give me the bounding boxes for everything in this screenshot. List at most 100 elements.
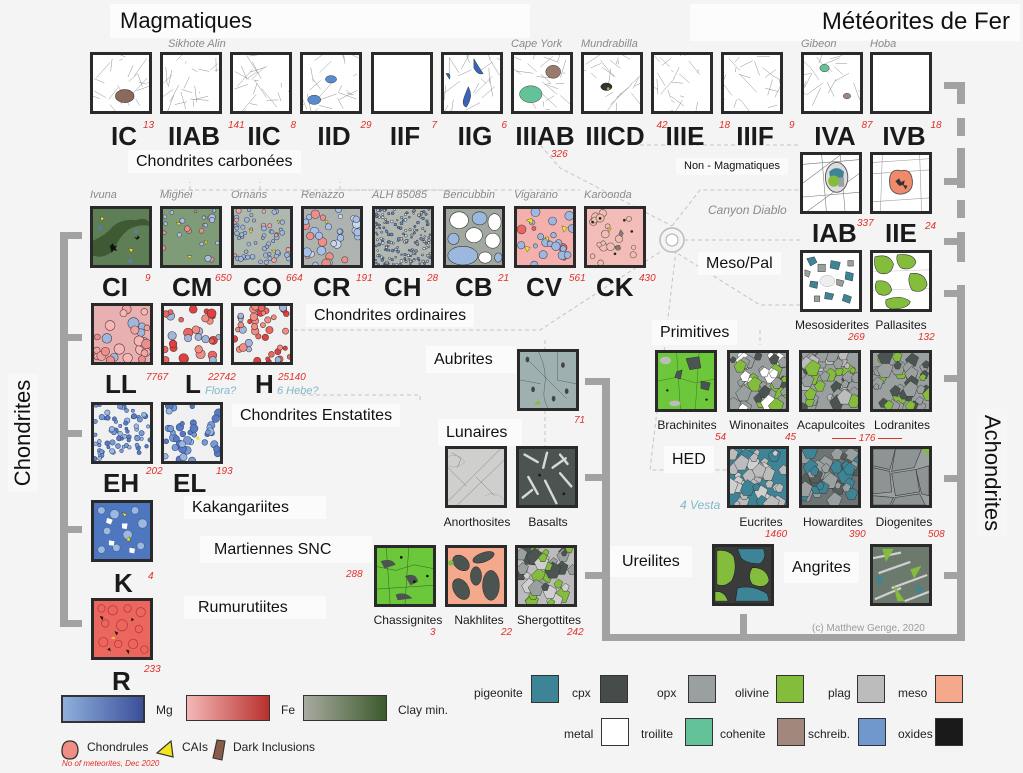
iron-bracket-tick [944, 178, 964, 185]
mineral-label-cohenite: cohenite [720, 727, 766, 741]
example-IIAB: Sikhote Alin [168, 38, 226, 50]
tile-IAB[interactable] [800, 152, 862, 214]
tile-anorthosites[interactable] [445, 446, 507, 508]
tile-howardites[interactable] [799, 446, 861, 508]
tile-IVA[interactable] [801, 52, 863, 114]
code-IIICD: IIICD [585, 121, 645, 151]
example-CM: Mighei [160, 189, 193, 201]
chondrite-texture [304, 209, 360, 265]
non-magmatic-label: Non - Magmatiques [676, 158, 788, 176]
tile-shergottites[interactable] [515, 545, 577, 607]
tile-EL[interactable] [161, 402, 223, 464]
carbonaceous-label: Chondrites carbonées [128, 150, 301, 174]
tile-chassignites[interactable] [374, 545, 436, 607]
code-CI: CI [102, 272, 128, 302]
tile-CM[interactable] [160, 206, 222, 268]
lunar-label: Lunaires [438, 419, 522, 447]
chondrites-label: Chondrites [8, 373, 39, 493]
tile-CK[interactable] [584, 206, 646, 268]
tile-IID[interactable] [300, 52, 362, 114]
tile-nakhlites[interactable] [445, 545, 507, 607]
code-CH: CH [384, 272, 422, 302]
code-R: R [112, 666, 131, 696]
tile-CR[interactable] [301, 206, 363, 268]
anorthosites-texture [448, 449, 504, 505]
achondrites-label: Achondrites [977, 408, 1008, 538]
tile-IC[interactable] [90, 52, 152, 114]
tile-IIIF[interactable] [721, 52, 783, 114]
tile-CB[interactable] [443, 206, 505, 268]
iron-texture [374, 55, 430, 111]
tile-K[interactable] [91, 500, 153, 562]
tile-diogenites[interactable] [870, 446, 932, 508]
tile-IIC[interactable] [230, 52, 292, 114]
mesosiderites-texture [803, 253, 859, 309]
tile-IIG[interactable] [441, 52, 503, 114]
tile-CV[interactable] [514, 206, 576, 268]
mineral-swatch-oxides [935, 718, 963, 746]
tile-L[interactable] [161, 303, 223, 365]
code-EH: EH [103, 468, 140, 498]
rock-texture [518, 548, 574, 604]
gradient-swatch-mg [61, 695, 145, 723]
howardites-count: 390 [849, 529, 866, 540]
code-IIIF: IIIF [736, 121, 774, 151]
tile-CH[interactable] [372, 206, 434, 268]
r-texture [94, 601, 150, 657]
tile-IVB[interactable] [870, 52, 932, 114]
code-IIG: IIG [457, 121, 493, 151]
winonaites-name: Winonaites [729, 418, 789, 432]
tile-IIF[interactable] [371, 52, 433, 114]
tile-acapulcoites[interactable] [799, 350, 861, 412]
mineral-label-oxides: oxides [898, 727, 933, 741]
tile-IIICD[interactable] [581, 52, 643, 114]
tile-EH[interactable] [91, 402, 153, 464]
tile-brachinites[interactable] [655, 350, 717, 412]
sub-bracket-tick [585, 572, 609, 579]
tile-mesosiderites[interactable] [800, 250, 862, 312]
tile-aubrites[interactable] [517, 349, 579, 411]
example-IVA: Gibeon [801, 38, 837, 50]
tile-eucrites[interactable] [727, 446, 789, 508]
mineral-label-pigeonite: pigeonite [474, 686, 523, 700]
tile-angrites[interactable] [870, 544, 932, 606]
mineral-swatch-opx [688, 675, 716, 703]
tile-basalts[interactable] [516, 446, 578, 508]
enstatite-label: Chondrites Enstatites [232, 404, 401, 428]
sub-bracket [602, 378, 610, 640]
brachinites-name: Brachinites [657, 418, 717, 432]
gradient-label: Fe [281, 703, 296, 717]
tile-IIE[interactable] [870, 152, 932, 214]
tile-IIIAB[interactable] [511, 52, 573, 114]
code-CM: CM [172, 272, 213, 302]
tile-IIIE[interactable] [651, 52, 713, 114]
tile-ureilites[interactable] [712, 544, 774, 606]
tile-CO[interactable] [231, 206, 293, 268]
gradient-swatch-claymin [303, 695, 387, 721]
pallasites-name: Pallasites [875, 318, 927, 332]
chondrites-bracket-tick [60, 334, 82, 341]
vesta-body: 4 Vesta [680, 498, 721, 512]
mineral-label-troilite: troilite [641, 727, 674, 741]
tile-lodranites[interactable] [870, 350, 932, 412]
count-CV: 561 [569, 273, 586, 284]
chondrite-texture [517, 209, 573, 265]
basalts-name: Basalts [528, 515, 568, 529]
tile-IIAB[interactable] [160, 52, 222, 114]
rock-texture [730, 353, 786, 409]
howardites-name: Howardites [802, 515, 864, 529]
code-CO: CO [243, 272, 282, 302]
range-line-right [878, 437, 903, 439]
tile-CI[interactable] [90, 206, 152, 268]
tile-pallasites[interactable] [870, 250, 932, 312]
tile-R[interactable] [91, 598, 153, 660]
shergottites-count: 242 [567, 627, 584, 638]
tile-LL[interactable] [91, 303, 153, 365]
tile-winonaites[interactable] [727, 350, 789, 412]
chondrites-bracket [60, 232, 68, 626]
aubrites-label: Aubrites [426, 346, 516, 374]
iron-bracket-seg [957, 200, 965, 218]
chondrite-texture [164, 306, 220, 362]
tile-H[interactable] [231, 303, 293, 365]
count-CR: 191 [356, 273, 373, 284]
